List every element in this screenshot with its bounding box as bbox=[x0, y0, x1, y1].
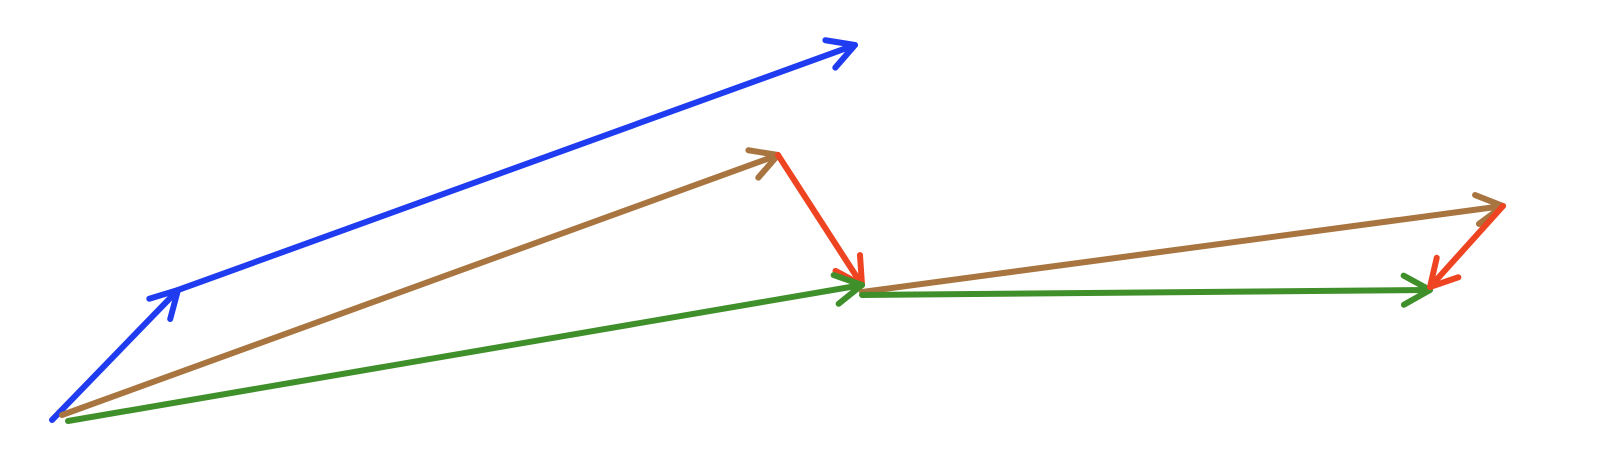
brown-vector-right-shaft bbox=[859, 203, 1506, 295]
red-vector-right-shaft bbox=[1427, 203, 1506, 290]
blue-vector-long-arrowhead-icon bbox=[822, 37, 858, 71]
blue-vector-long bbox=[175, 37, 858, 293]
green-vector-right-shaft bbox=[859, 287, 1433, 298]
green-vector-left bbox=[65, 272, 865, 424]
brown-vector-left bbox=[59, 147, 781, 418]
blue-vector-short bbox=[49, 287, 181, 423]
blue-vector-long-shaft bbox=[175, 42, 858, 293]
brown-vector-left-shaft bbox=[59, 152, 781, 418]
red-vector-right bbox=[1427, 203, 1506, 290]
green-vector-left-arrowhead-icon bbox=[830, 272, 865, 307]
red-vector-right-arrowhead-icon bbox=[1427, 254, 1462, 290]
green-vector-left-shaft bbox=[65, 282, 865, 424]
red-vector-left-shaft bbox=[775, 152, 865, 288]
red-vector-left bbox=[775, 152, 865, 288]
blue-vector-short-shaft bbox=[49, 287, 181, 423]
